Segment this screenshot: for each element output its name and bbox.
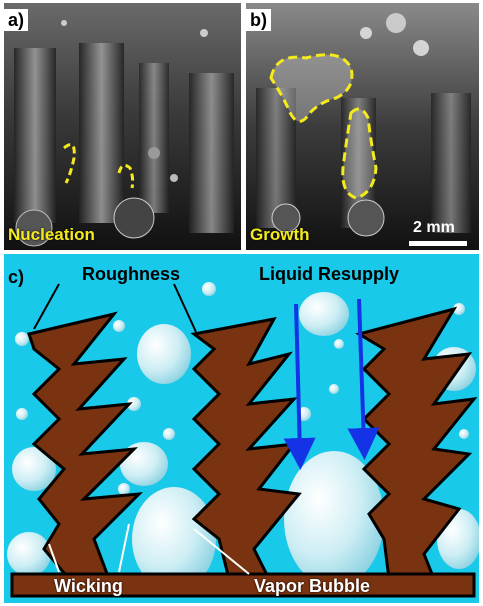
fin [431, 93, 471, 233]
bubble [386, 13, 406, 33]
panel-label-a: a) [4, 9, 29, 31]
bubble [113, 197, 155, 239]
vapor-bubble [284, 451, 384, 587]
wicking-label: Wicking [54, 576, 123, 596]
roughness-pointer [33, 283, 60, 330]
bubble [347, 199, 385, 237]
wicking-pointer [118, 523, 130, 573]
wicking-pointer [48, 543, 60, 573]
resupply-arrow [283, 303, 316, 470]
bubble [170, 174, 178, 182]
panel-label-c: c) [8, 267, 25, 287]
bubble [413, 40, 429, 56]
photo-b-illustration [246, 3, 479, 250]
growth-outline-upper [269, 53, 354, 123]
bubble [271, 203, 301, 233]
boiling-schematic [4, 254, 479, 603]
resupply-arrow [347, 298, 380, 460]
nucleation-outline [63, 143, 76, 184]
bubble [360, 27, 372, 39]
nucleation-outline [117, 163, 135, 189]
scale-bar [409, 241, 467, 246]
fin [14, 48, 56, 223]
vapor-bubble-pointer [193, 528, 250, 575]
rough-fins [27, 306, 478, 581]
photo-panel-b: b) Growth 2 mm [246, 3, 479, 250]
base-plate [10, 572, 476, 598]
roughness-pointer [173, 283, 197, 333]
photo-a-illustration [4, 3, 241, 250]
vapor-bubble-label: Vapor Bubble [254, 576, 371, 596]
bubble [200, 29, 208, 37]
bubble [148, 147, 160, 159]
liquid-resupply-label: Liquid Resupply [259, 264, 400, 284]
roughness-label: Roughness [82, 264, 181, 284]
fin [189, 73, 234, 233]
fin [79, 43, 124, 223]
bubble [15, 209, 53, 247]
photo-panel-a: a) Nucleation [4, 3, 241, 250]
schematic-panel-c: c) Roughness Liquid Resupply Wicking Vap… [4, 254, 479, 603]
vapor-bubble [132, 487, 216, 591]
nucleation-caption: Nucleation [8, 225, 95, 244]
bubble [61, 20, 67, 26]
scale-bar-label: 2 mm [413, 219, 455, 236]
growth-outline-lower [341, 107, 378, 200]
panel-label-b: b) [246, 9, 271, 31]
growth-caption: Growth [250, 225, 310, 244]
fin [139, 63, 169, 213]
